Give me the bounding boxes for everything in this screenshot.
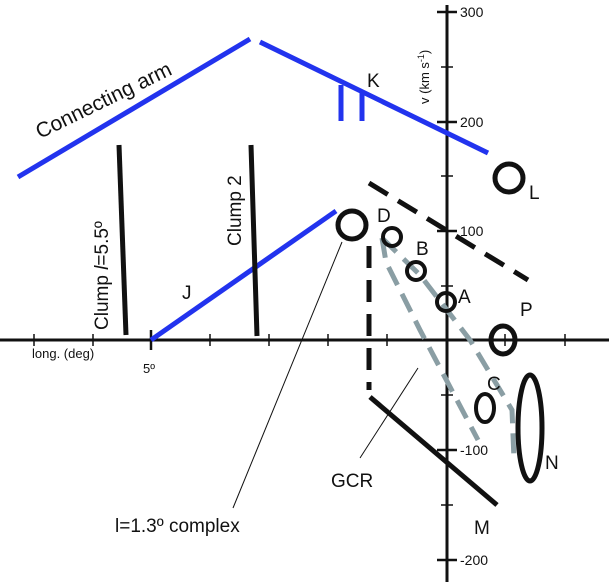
y-axis-label: v (km s-1)	[416, 50, 432, 104]
y-tick-labels: 300 200 100 -100 -200	[460, 4, 488, 568]
clump-2-line	[248, 144, 260, 337]
y-tick-100: 100	[460, 223, 484, 239]
clump-c	[474, 392, 496, 424]
j-label: J	[182, 283, 192, 304]
complex-dashes	[366, 180, 530, 390]
clump-1-label-val: =5.5º	[92, 221, 113, 266]
complex-label: l=1.3º complex	[115, 516, 240, 537]
axes: 300 200 100 -100 -200 long. (deg) 5º v (…	[0, 4, 609, 582]
c-label: C	[487, 374, 501, 395]
k-label: K	[367, 71, 380, 92]
y-tick-300: 300	[460, 4, 484, 20]
connecting-arm	[16, 36, 490, 180]
b-label: B	[416, 239, 429, 260]
feature-j	[149, 208, 338, 343]
gcr-label: GCR	[331, 471, 373, 492]
l-label: L	[529, 183, 540, 204]
y-tick-200: 200	[460, 114, 484, 130]
n-label: N	[545, 453, 559, 474]
clump-2-label: Clump 2	[225, 175, 246, 246]
gcr-dashes	[379, 236, 517, 461]
clump-1-line	[116, 144, 129, 336]
gcr-leader	[359, 367, 419, 459]
l13-complex-circle	[335, 208, 369, 242]
clump-n	[515, 372, 545, 484]
y-axis-label-sup: -1	[416, 54, 426, 62]
x-axis-label: long. (deg)	[32, 346, 94, 361]
complex-leader	[232, 241, 343, 509]
y-tick-minus-100: -100	[460, 442, 488, 458]
y-tick-minus-200: -200	[460, 552, 488, 568]
clump-1-label-main: Clump	[92, 270, 113, 330]
p-label: P	[520, 300, 533, 321]
y-axis-label-close: )	[417, 50, 432, 54]
a-label: A	[458, 287, 471, 308]
connecting-arm-label: Connecting arm	[32, 58, 175, 144]
feature-m	[368, 395, 499, 507]
clump-1-label: Clump l=5.5º	[92, 221, 113, 330]
clump-b	[405, 260, 427, 282]
clump-1-label-l: l	[92, 265, 113, 270]
x-tick-label-5deg: 5º	[143, 361, 155, 376]
d-label: D	[377, 206, 391, 227]
y-axis-label-main: v (km s	[417, 62, 432, 104]
clump-l	[492, 161, 526, 195]
clump-p	[488, 323, 518, 357]
clumps	[335, 161, 545, 484]
m-label: M	[474, 518, 490, 539]
y-ticks	[437, 10, 457, 562]
clump-d	[381, 226, 403, 248]
clump-a	[435, 291, 457, 313]
